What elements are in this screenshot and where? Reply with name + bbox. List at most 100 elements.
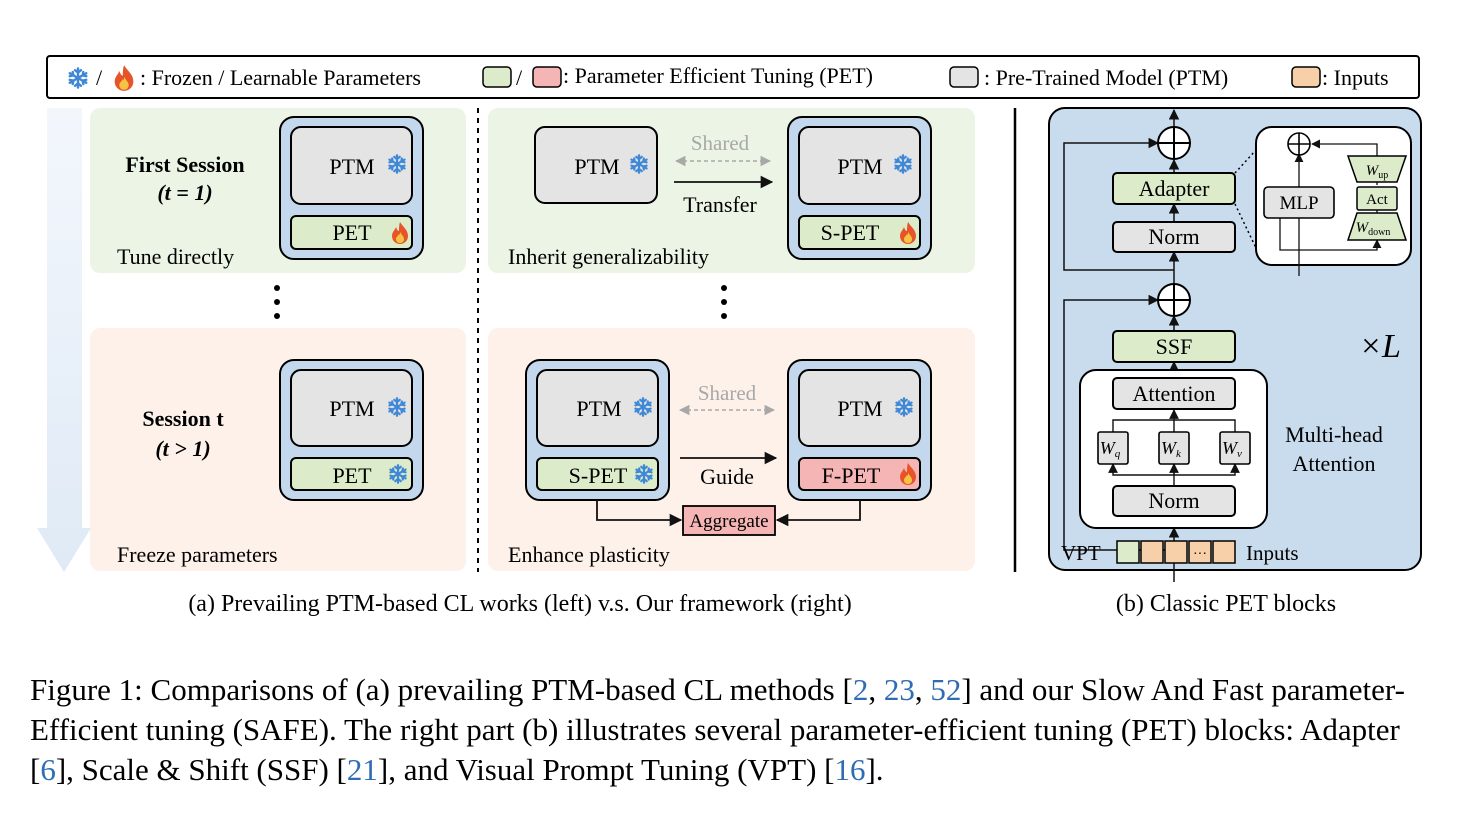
figure-caption: Figure 1: Comparisons of (a) prevailing … — [30, 672, 1405, 787]
times-l-label: ×L — [1359, 328, 1401, 365]
input-token — [1212, 540, 1236, 564]
adapter-label: Adapter — [1139, 176, 1211, 201]
token-row: ··· — [1116, 540, 1236, 564]
session-t-title: Session t — [142, 406, 224, 431]
wv-label: Wv — [1222, 438, 1242, 460]
ssf-label: SSF — [1156, 334, 1193, 359]
citation-link[interactable]: 23 — [883, 672, 915, 707]
citation-link[interactable]: 52 — [930, 672, 962, 707]
input-token — [1164, 540, 1188, 564]
module-first-right: PTM S-PET — [787, 116, 932, 260]
inherit-label: Inherit generalizability — [508, 244, 709, 269]
ptm-label: PTM — [576, 396, 621, 421]
session-t-cond: (t > 1) — [155, 436, 210, 461]
plus-icon — [1157, 283, 1191, 317]
freeze-parameters-label: Freeze parameters — [117, 542, 278, 567]
act-box — [1356, 186, 1398, 211]
legend-pet-red-swatch — [532, 66, 562, 88]
input-token — [1188, 540, 1212, 564]
module-session-spet: PTM S-PET — [525, 359, 670, 501]
inputs-label: Inputs — [1246, 541, 1299, 565]
act-label: Act — [1366, 192, 1388, 208]
plus-icon — [1287, 132, 1311, 156]
f-pet-label: F-PET — [822, 463, 881, 488]
ptm-label: PTM — [574, 154, 619, 179]
panel-a: First Session (t = 1) Tune directly PTM … — [37, 108, 975, 617]
wk-label: Wk — [1161, 438, 1182, 460]
ptm-label: PTM — [329, 154, 374, 179]
subcaption-b: (b) Classic PET blocks — [1116, 591, 1336, 617]
citation-link[interactable]: 16 — [834, 752, 866, 787]
legend-frozen-learnable: : Frozen / Learnable Parameters — [140, 65, 421, 90]
subcaption-a: (a) Prevailing PTM-based CL works (left)… — [188, 591, 851, 617]
norm-label: Norm — [1148, 488, 1199, 513]
mha-label-line2: Attention — [1292, 451, 1375, 476]
wq-label: Wq — [1100, 438, 1121, 460]
svg-text:/: / — [516, 65, 523, 90]
input-token — [1140, 540, 1164, 564]
first-session-title: First Session — [125, 152, 244, 177]
mlp-box — [1263, 186, 1335, 219]
w-down-box — [1346, 212, 1408, 241]
legend: / : Frozen / Learnable Parameters / : Pa… — [46, 55, 1420, 99]
module-first-ptm: PTM — [534, 126, 658, 204]
s-pet-label: S-PET — [821, 220, 880, 245]
legend-pet-green-swatch — [482, 66, 512, 88]
shared-label-top: Shared — [691, 131, 750, 155]
ptm-label: PTM — [329, 396, 374, 421]
residual-skip-lower — [1063, 294, 1174, 551]
w-up-box — [1346, 155, 1408, 183]
mlp-label: MLP — [1279, 193, 1318, 214]
tune-directly-label: Tune directly — [117, 244, 234, 269]
legend-ptm: : Pre-Trained Model (PTM) — [984, 65, 1228, 90]
attention-box — [1112, 377, 1236, 410]
ellipsis-left — [274, 285, 280, 319]
token-dots: ··· — [1193, 547, 1207, 562]
residual-skip-upper — [1063, 137, 1174, 271]
legend-ptm-swatch — [949, 66, 979, 88]
pet-label: PET — [332, 220, 372, 245]
aggregate-label: Aggregate — [689, 511, 768, 532]
norm-box-upper — [1112, 221, 1236, 253]
transfer-label: Transfer — [683, 192, 757, 217]
wv-box — [1219, 431, 1251, 465]
ellipsis-right — [721, 285, 727, 319]
wq-box — [1097, 431, 1129, 465]
norm-label: Norm — [1148, 224, 1199, 249]
citation-link[interactable]: 21 — [346, 752, 378, 787]
pet-label: PET — [332, 463, 372, 488]
vpt-label: VPT — [1061, 541, 1101, 565]
module-session-fpet: PTM F-PET — [787, 359, 932, 501]
figure-diagram: / : Frozen / Learnable Parameters / : Pa… — [37, 55, 1422, 617]
panel-b: Adapter Norm MLP Wup Act — [1048, 107, 1422, 617]
svg-text:/: / — [96, 65, 103, 90]
module-session-left: PTM PET — [279, 359, 424, 501]
citation-link[interactable]: 2 — [852, 672, 869, 707]
prompt-token — [1116, 540, 1140, 564]
ptm-label: PTM — [837, 154, 882, 179]
attention-label: Attention — [1132, 381, 1215, 406]
wk-box — [1158, 431, 1190, 465]
w-down-label: Wdown — [1356, 220, 1391, 238]
session-arrow — [37, 108, 91, 572]
aggregate-arrow-left — [596, 500, 683, 527]
ssf-box — [1112, 330, 1236, 363]
mha-label-line1: Multi-head — [1285, 422, 1383, 447]
w-up-label: Wup — [1366, 163, 1389, 181]
mha-block: Attention Wq Wk Wv Norm — [1079, 369, 1268, 529]
citation-link[interactable]: 6 — [40, 752, 56, 787]
plus-icon — [1157, 126, 1191, 160]
legend-inputs: : Inputs — [1322, 65, 1389, 90]
legend-pet: : Parameter Efficient Tuning (PET) — [563, 63, 873, 88]
norm-box-lower — [1112, 485, 1236, 517]
s-pet-label: S-PET — [569, 463, 628, 488]
adapter-box — [1112, 172, 1236, 205]
adapter-detail: MLP Wup Act Wdown — [1255, 126, 1412, 276]
enhance-label: Enhance plasticity — [508, 542, 670, 567]
ptm-label: PTM — [837, 396, 882, 421]
aggregate-arrow-right — [775, 500, 861, 527]
guide-label: Guide — [700, 464, 754, 489]
legend-inputs-swatch — [1291, 66, 1321, 88]
first-session-cond: (t = 1) — [157, 180, 212, 205]
shared-label-bottom: Shared — [698, 381, 757, 405]
